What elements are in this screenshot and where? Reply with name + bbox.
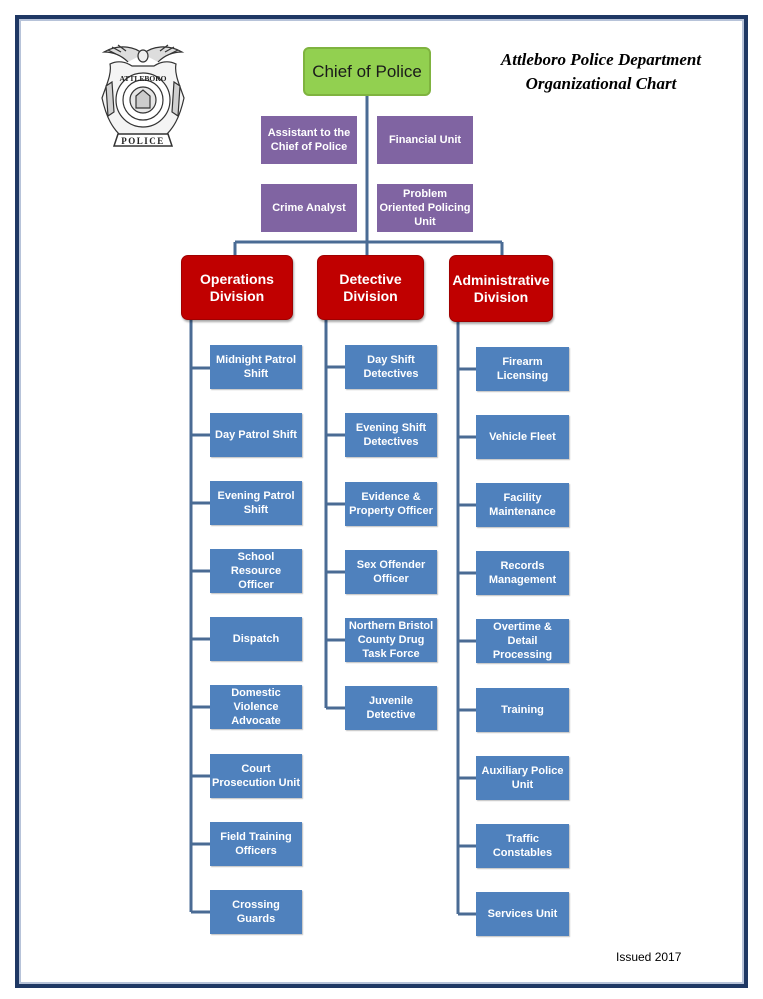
detective-unit: Juvenile Detective <box>345 686 437 730</box>
detective-unit: Northern Bristol County Drug Task Force <box>345 618 437 662</box>
administrative-unit: Facility Maintenance <box>476 483 569 527</box>
detective-unit: Evidence & Property Officer <box>345 482 437 526</box>
unit-label: Traffic Constables <box>492 833 553 859</box>
chart-title: Attleboro Police Department Organization… <box>470 48 732 96</box>
chief-label: Chief of Police <box>312 61 422 81</box>
operations-unit: Midnight Patrol Shift <box>210 345 302 389</box>
chief-of-police-box: Chief of Police <box>303 47 431 96</box>
unit-label: Northern Bristol County Drug Task Force <box>348 620 434 660</box>
operations-division-label: Operations Division <box>200 270 274 304</box>
administrative-unit: Services Unit <box>476 892 569 936</box>
title-line-1: Attleboro Police Department <box>500 50 702 69</box>
unit-label: Midnight Patrol Shift <box>215 354 297 380</box>
unit-label: Records Management <box>488 560 557 586</box>
detective-unit: Day Shift Detectives <box>345 345 437 389</box>
administrative-unit: Auxiliary Police Unit <box>476 756 569 800</box>
unit-label: Crossing Guards <box>232 899 280 925</box>
crime-analyst-label: Crime Analyst <box>272 202 346 214</box>
operations-unit: Field Training Officers <box>210 822 302 866</box>
unit-label: Domestic Violence Advocate <box>231 687 281 727</box>
unit-label: Day Patrol Shift <box>215 429 297 441</box>
administrative-unit: Training <box>476 688 569 732</box>
problem-oriented-policing-box: Problem Oriented Policing Unit <box>377 184 473 232</box>
administrative-unit: Records Management <box>476 551 569 595</box>
operations-unit: Dispatch <box>210 617 302 661</box>
operations-unit: Evening Patrol Shift <box>210 481 302 525</box>
page-frame <box>15 15 748 988</box>
unit-label: Court Prosecution Unit <box>212 763 301 789</box>
unit-label: Vehicle Fleet <box>489 431 556 443</box>
administrative-division-label: Administrative Division <box>452 271 550 305</box>
problem-oriented-label: Problem Oriented Policing Unit <box>379 188 471 228</box>
operations-unit: Day Patrol Shift <box>210 413 302 457</box>
logo-bottom-text: POLICE <box>121 136 165 146</box>
detective-division-label: Detective Division <box>339 270 402 304</box>
unit-label: Evening Shift Detectives <box>355 422 427 448</box>
unit-label: School Resource Officer <box>230 551 282 591</box>
administrative-unit: Overtime & Detail Processing <box>476 619 569 663</box>
detective-division-box: Detective Division <box>317 255 424 320</box>
unit-label: Day Shift Detectives <box>363 354 419 380</box>
unit-label: Evening Patrol Shift <box>217 490 295 516</box>
operations-unit: Domestic Violence Advocate <box>210 685 302 729</box>
administrative-unit: Firearm Licensing <box>476 347 569 391</box>
unit-label: Facility Maintenance <box>489 492 556 518</box>
unit-label: Field Training Officers <box>220 831 292 857</box>
unit-label: Dispatch <box>232 633 280 645</box>
unit-label: Auxiliary Police Unit <box>481 765 564 791</box>
assistant-label: Assistant to the Chief of Police <box>267 127 351 153</box>
assistant-to-chief-box: Assistant to the Chief of Police <box>261 116 357 164</box>
crime-analyst-box: Crime Analyst <box>261 184 357 232</box>
unit-label: Juvenile Detective <box>366 695 416 721</box>
detective-unit: Evening Shift Detectives <box>345 413 437 457</box>
title-line-2: Organizational Chart <box>525 74 677 93</box>
operations-unit: Crossing Guards <box>210 890 302 934</box>
police-badge-logo: ATTLEBORO POLICE <box>101 44 185 147</box>
unit-label: Sex Offender Officer <box>356 559 426 585</box>
operations-unit: School Resource Officer <box>210 549 302 593</box>
operations-division-box: Operations Division <box>181 255 293 320</box>
financial-label: Financial Unit <box>388 134 462 146</box>
financial-unit-box: Financial Unit <box>377 116 473 164</box>
issued-date: Issued 2017 <box>616 950 682 964</box>
logo-top-text: ATTLEBORO <box>120 74 167 83</box>
unit-label: Overtime & Detail Processing <box>492 621 553 661</box>
administrative-unit: Vehicle Fleet <box>476 415 569 459</box>
unit-label: Firearm Licensing <box>496 356 549 382</box>
unit-label: Services Unit <box>487 908 558 920</box>
administrative-unit: Traffic Constables <box>476 824 569 868</box>
unit-label: Evidence & Property Officer <box>349 491 433 517</box>
administrative-division-box: Administrative Division <box>449 255 553 322</box>
detective-unit: Sex Offender Officer <box>345 550 437 594</box>
operations-unit: Court Prosecution Unit <box>210 754 302 798</box>
unit-label: Training <box>501 704 544 716</box>
